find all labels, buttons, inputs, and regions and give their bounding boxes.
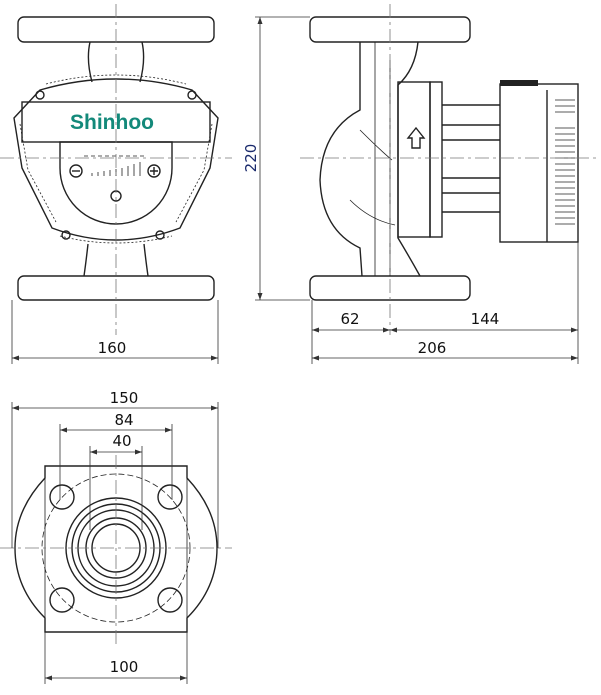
screw (155, 230, 165, 240)
brand-logo: Shinhoo (70, 111, 154, 134)
height-label: 220 (242, 144, 260, 173)
flange-width-label: 150 (110, 389, 139, 407)
lower-neck (83, 243, 149, 277)
inlet-offset-label: 62 (340, 310, 359, 328)
total-length-label: 206 (418, 339, 447, 357)
flange-dimension-lines (11, 402, 219, 684)
minus-button-icon (69, 164, 83, 178)
terminal-box (499, 83, 579, 243)
terminal-box-top (500, 80, 538, 86)
screw (61, 230, 71, 240)
length-dimension-lines (311, 242, 579, 364)
plate-width-label: 100 (110, 658, 139, 676)
bolt-spacing-label: 84 (114, 411, 133, 429)
motor-flange (429, 81, 443, 238)
height-dimension-line (255, 16, 310, 301)
bolt-hole (49, 587, 75, 613)
bolt-circle (41, 473, 191, 623)
screw (187, 90, 197, 100)
direction-arrow-icon (406, 126, 426, 149)
pump-body (319, 41, 421, 277)
motor-length-label: 144 (471, 310, 500, 328)
control-panel (59, 141, 173, 225)
bore-label: 40 (112, 432, 131, 450)
width-dimension-line (11, 300, 219, 364)
volute-detail (349, 42, 396, 276)
width-label: 160 (98, 339, 127, 357)
bolt-hole (157, 484, 183, 510)
bolt-hole (49, 484, 75, 510)
bolt-hole (157, 587, 183, 613)
screw (35, 90, 45, 100)
flange-view: 150 84 40 100 (0, 389, 232, 684)
side-view: 220 62 144 206 (242, 4, 600, 364)
front-view: Shinhoo 160 (0, 4, 232, 364)
upper-neck (87, 41, 145, 83)
motor-stator (442, 104, 500, 213)
pump-head (13, 78, 219, 241)
cooling-fins (555, 99, 575, 225)
motor-plate (397, 81, 431, 238)
plus-button-icon (147, 164, 161, 178)
plus-glyph (150, 167, 158, 175)
